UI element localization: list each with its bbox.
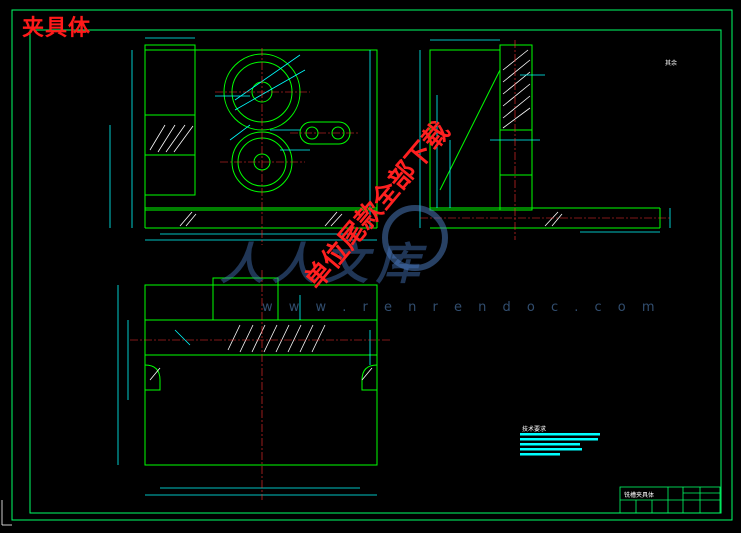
side-view [429, 44, 661, 229]
side-view-hatch [502, 49, 563, 227]
tech-requirements-lines [520, 433, 600, 456]
front-view-hatch [149, 124, 343, 227]
outer-frame [11, 9, 733, 521]
roughness-note: 其余 [665, 60, 678, 67]
watermark-url: w w w . r e n r e n d o c . c o m [262, 300, 661, 315]
top-view-centerlines [130, 270, 390, 500]
title-block [619, 486, 721, 514]
front-view-dims [109, 37, 377, 241]
ucs-icon [1, 500, 12, 526]
front-view-centerlines [215, 48, 360, 245]
side-view-centerlines [420, 40, 670, 240]
inner-frame [29, 29, 722, 514]
top-view-dims [117, 285, 377, 496]
watermark-logo-icon [382, 205, 448, 271]
drawing-title: 夹具体 [22, 15, 92, 41]
tech-requirements-header: 技术要求 [522, 426, 547, 433]
top-view [144, 277, 378, 466]
watermark-brand: 人人文库 [220, 239, 428, 290]
side-view-dims [419, 39, 671, 233]
title-block-name: 铣槽夹具体 [624, 492, 655, 499]
top-view-hatch [149, 324, 373, 381]
front-view [144, 44, 378, 229]
